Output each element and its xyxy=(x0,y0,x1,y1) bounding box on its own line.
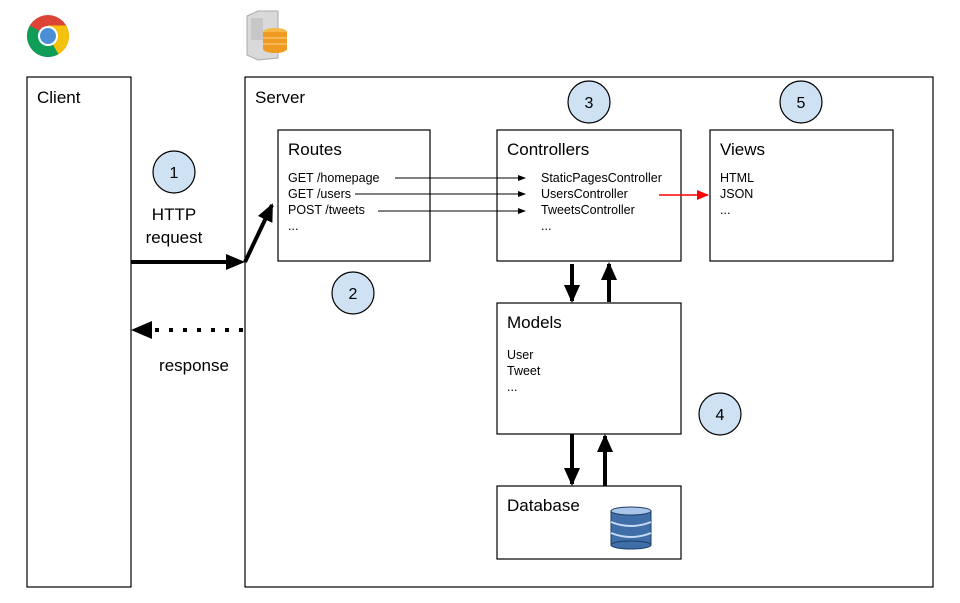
client-box xyxy=(26,76,132,588)
views-title: Views xyxy=(720,140,765,159)
route-item: GET /homepage xyxy=(288,171,380,185)
controller-item: StaticPagesController xyxy=(541,171,662,185)
chrome-browser-icon xyxy=(26,15,70,58)
models-title: Models xyxy=(507,313,562,332)
svg-text:4: 4 xyxy=(716,407,725,424)
model-item: User xyxy=(507,348,533,362)
svg-text:5: 5 xyxy=(797,95,806,112)
svg-text:2: 2 xyxy=(349,286,358,303)
controllers-title: Controllers xyxy=(507,140,589,159)
routes-title: Routes xyxy=(288,140,342,159)
step-4-marker: 4 xyxy=(698,392,742,436)
view-item: JSON xyxy=(720,187,753,201)
model-item: ... xyxy=(507,380,517,394)
controller-item: TweetsController xyxy=(541,203,635,217)
view-item: HTML xyxy=(720,171,754,185)
view-item: ... xyxy=(720,203,730,217)
routing-arrow xyxy=(243,203,274,263)
step-2-marker: 2 xyxy=(331,271,375,315)
database-title: Database xyxy=(507,496,580,515)
request-label-line2: request xyxy=(146,228,203,247)
routes-box xyxy=(277,129,431,262)
controller-item: UsersController xyxy=(541,187,628,201)
server-title: Server xyxy=(255,88,305,107)
server-database-icon xyxy=(246,10,287,61)
client-title: Client xyxy=(37,88,81,107)
database-icon xyxy=(610,506,652,550)
step-5-marker: 5 xyxy=(779,80,823,124)
response-label: response xyxy=(159,356,229,375)
step-1-marker: 1 xyxy=(152,150,196,194)
step-3-marker: 3 xyxy=(567,80,611,124)
views-box xyxy=(709,129,894,262)
svg-text:3: 3 xyxy=(585,95,594,112)
svg-text:1: 1 xyxy=(170,165,179,182)
controller-item: ... xyxy=(541,219,551,233)
route-item: ... xyxy=(288,219,298,233)
request-label-line1: HTTP xyxy=(152,205,196,224)
model-item: Tweet xyxy=(507,364,541,378)
models-box xyxy=(496,302,682,435)
controllers-box xyxy=(496,129,682,262)
route-item: GET /users xyxy=(288,187,351,201)
route-item: POST /tweets xyxy=(288,203,365,217)
